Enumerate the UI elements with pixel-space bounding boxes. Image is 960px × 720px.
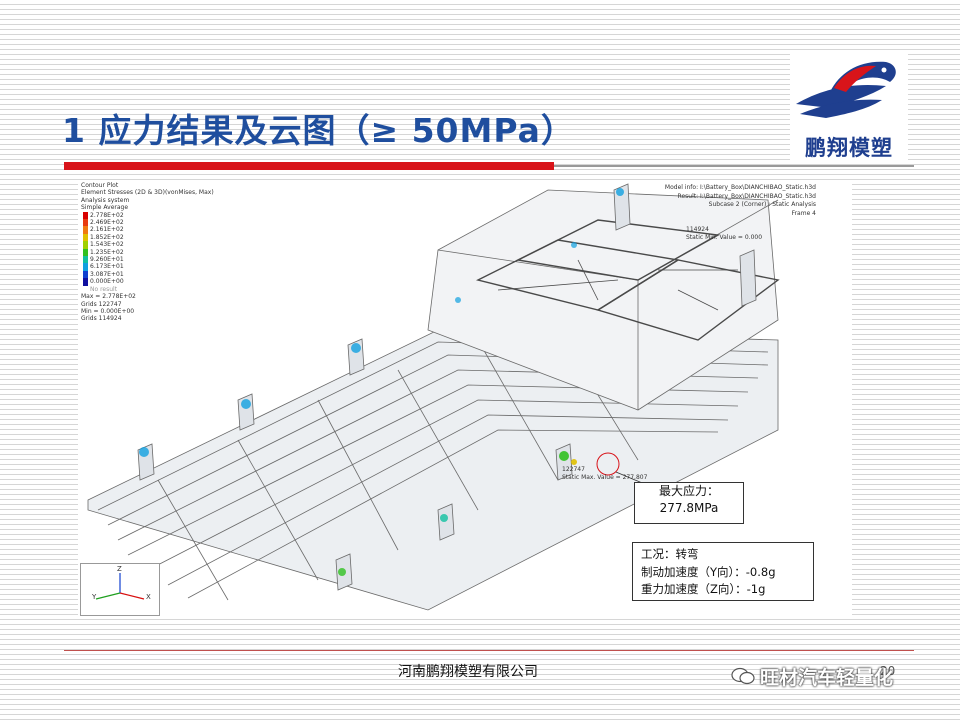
legend-swatch (83, 219, 88, 228)
legend-level: 1.543E+02 (81, 241, 214, 250)
company-logo: 鹏翔模塑 (790, 52, 908, 162)
title-red-rule (64, 162, 554, 170)
footer-company: 河南鹏翔模塑有限公司 (398, 664, 538, 680)
legend-level-label: 1.543E+02 (90, 241, 124, 249)
condition-line: 重力加速度（Z向）：-1g (641, 582, 766, 596)
static-max-value: Static Max. Value = 277.807 (562, 474, 648, 481)
static-max-id: 122747 (562, 466, 585, 473)
model-info-line: Subcase 2 (Corner) : Static Analysis (708, 201, 816, 209)
callout-label: 最大应力： (658, 484, 719, 498)
legend-title-line: Element Stresses (2D & 3D)(vonMises, Max… (81, 189, 214, 197)
legend-level-label: 2.161E+02 (90, 226, 124, 234)
wechat-icon (731, 667, 755, 685)
model-info: Model info: I:\Battery_Box\DIANCHIBAO_St… (665, 184, 816, 218)
battery-box-model (87, 183, 780, 611)
legend-level-label: 0.000E+00 (90, 278, 124, 286)
eagle-logo-icon (796, 61, 896, 118)
legend-level: 2.161E+02 (81, 226, 214, 235)
footer-rule (64, 650, 914, 651)
title-grey-rule (554, 165, 914, 167)
legend-level: 2.778E+02 (81, 211, 214, 220)
legend-level: 1.852E+02 (81, 233, 214, 242)
static-min-value: Static Min. Value = 0.000 (686, 234, 763, 241)
max-stress-callout: 最大应力： 277.8MPa (634, 482, 744, 524)
legend-no-result: No result (90, 285, 118, 293)
legend-title-line: Analysis system (81, 196, 130, 204)
logo-text: 鹏翔模塑 (805, 136, 893, 160)
legend-level-label: 9.260E+01 (90, 256, 124, 264)
legend-level: 9.260E+01 (81, 256, 214, 265)
legend-level-label: 3.087E+01 (90, 270, 124, 278)
legend-footer-line: Max = 2.778E+02 (81, 293, 136, 301)
coordinate-axes-icon: Y Z X (80, 563, 160, 616)
legend-level-label: 2.469E+02 (90, 219, 124, 227)
legend-swatch (83, 248, 88, 257)
static-min-id: 114924 (686, 226, 709, 233)
model-info-line: Model info: I:\Battery_Box\DIANCHIBAO_St… (664, 184, 816, 191)
legend-level-label: 1.235E+02 (90, 248, 124, 256)
legend-level: 3.087E+01 (81, 270, 214, 279)
model-info-line: Frame 4 (791, 209, 816, 217)
legend-footer-line: Grids 122747 (81, 300, 122, 308)
legend-swatch (83, 233, 88, 242)
legend-swatch (83, 226, 88, 235)
watermark-text: 旺材汽车轻量化 (760, 667, 894, 689)
legend-level: 1.235E+02 (81, 248, 214, 257)
legend-swatch (83, 270, 88, 279)
legend-swatch (83, 256, 88, 265)
legend-swatch (83, 263, 88, 272)
page-number: 20 (880, 664, 896, 678)
legend-level: 2.469E+02 (81, 219, 214, 228)
axis-z-label: Z (117, 565, 122, 573)
condition-line: 制动加速度（Y向）：-0.8g (641, 564, 776, 579)
legend-title-line: Simple Average (81, 204, 129, 212)
legend-level-label: 6.173E+01 (90, 263, 124, 271)
legend-level-label: 2.778E+02 (90, 211, 124, 219)
legend-footer-line: Grids 114924 (81, 315, 122, 323)
max-stress-marker (596, 452, 620, 476)
model-info-line: Result: I:\Battery_Box\DIANCHIBAO_Static… (677, 192, 816, 200)
legend-level-label: 1.852E+02 (90, 233, 124, 241)
legend-swatch (83, 278, 88, 287)
legend-swatch (83, 211, 88, 220)
legend-swatch (83, 241, 88, 250)
axis-x-label: X (146, 593, 151, 601)
slide-title: 1 应力结果及云图（≥ 50MPa） (62, 111, 575, 150)
legend-title-line: Contour Plot (81, 182, 119, 189)
condition-line: 工况：转弯 (641, 547, 699, 561)
callout-value: 277.8MPa (659, 501, 719, 515)
legend-footer-line: Min = 0.000E+00 (81, 307, 135, 315)
load-case-box: 工况：转弯 制动加速度（Y向）：-0.8g 重力加速度（Z向）：-1g (632, 542, 814, 601)
legend-level: 6.173E+01 (81, 263, 214, 272)
legend-level: 0.000E+00 (81, 278, 214, 287)
axis-y-label: Y (91, 593, 97, 601)
